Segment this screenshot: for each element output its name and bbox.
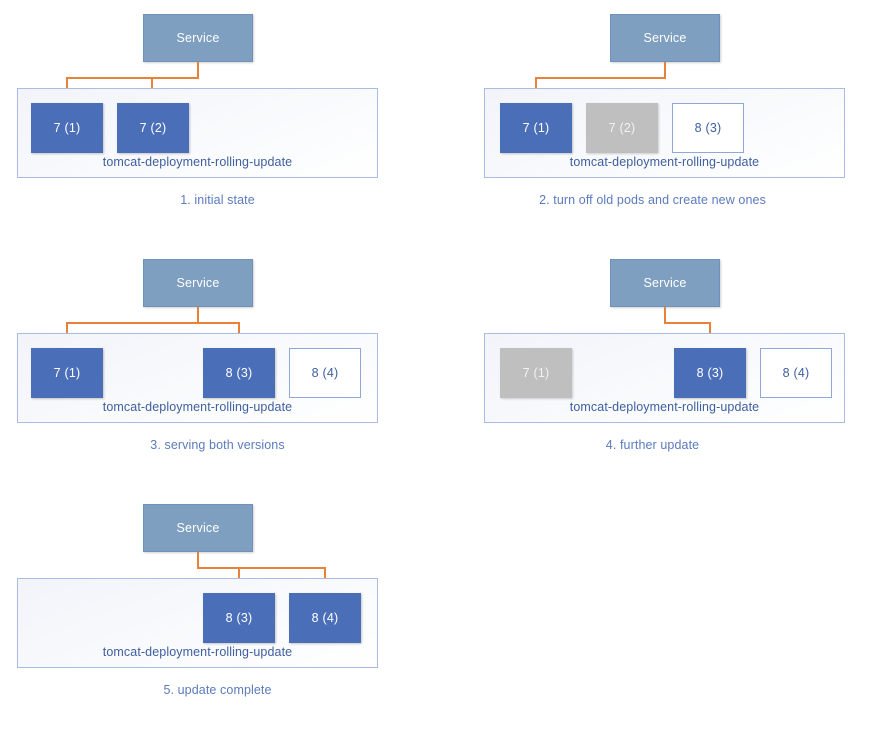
panel-caption: 5. update complete [163,683,272,697]
deployment-label: tomcat-deployment-rolling-update [569,155,760,169]
panel-5: Service tomcat-deployment-rolling-update… [0,490,435,730]
pod-label: 8 (3) [694,121,722,135]
service-label: Service [176,276,220,290]
pod-8-3[interactable]: 8 (3) [672,103,744,153]
panel-caption: 2. turn off old pods and create new ones [539,193,766,207]
pod-label: 7 (2) [139,121,167,135]
pod-label: 8 (3) [696,366,724,380]
pod-label: 7 (2) [608,121,636,135]
service-box[interactable]: Service [143,504,253,552]
deployment-label: tomcat-deployment-rolling-update [569,400,760,414]
pod-8-3[interactable]: 8 (3) [674,348,746,398]
panel-2: Service tomcat-deployment-rolling-update… [435,0,870,240]
pod-label: 8 (3) [225,611,253,625]
service-box[interactable]: Service [143,259,253,307]
deployment-label: tomcat-deployment-rolling-update [102,400,293,414]
service-label: Service [643,31,687,45]
service-box[interactable]: Service [610,14,720,62]
pod-label: 7 (1) [53,366,81,380]
panel-4: Service tomcat-deployment-rolling-update… [435,245,870,485]
pod-7-2[interactable]: 7 (2) [117,103,189,153]
service-box[interactable]: Service [610,259,720,307]
deployment-label: tomcat-deployment-rolling-update [102,645,293,659]
pod-7-1[interactable]: 7 (1) [31,103,103,153]
panel-caption: 3. serving both versions [150,438,285,452]
pod-label: 7 (1) [53,121,81,135]
pod-label: 8 (3) [225,366,253,380]
pod-7-1[interactable]: 7 (1) [31,348,103,398]
pod-label: 8 (4) [311,611,339,625]
deployment-label: tomcat-deployment-rolling-update [102,155,293,169]
panel-3: Service tomcat-deployment-rolling-update… [0,245,435,485]
pod-label: 7 (1) [522,121,550,135]
service-label: Service [176,521,220,535]
panel-caption: 1. initial state [180,193,255,207]
service-label: Service [176,31,220,45]
pod-8-3[interactable]: 8 (3) [203,593,275,643]
pod-8-4[interactable]: 8 (4) [289,593,361,643]
service-box[interactable]: Service [143,14,253,62]
pod-label: 7 (1) [522,366,550,380]
panel-1: Service tomcat-deployment-rolling-update… [0,0,435,240]
pod-label: 8 (4) [311,366,339,380]
service-label: Service [643,276,687,290]
pod-8-4[interactable]: 8 (4) [289,348,361,398]
pod-8-4[interactable]: 8 (4) [760,348,832,398]
pod-label: 8 (4) [782,366,810,380]
panel-caption: 4. further update [605,438,700,452]
pod-7-1[interactable]: 7 (1) [500,348,572,398]
pod-7-1[interactable]: 7 (1) [500,103,572,153]
pod-8-3[interactable]: 8 (3) [203,348,275,398]
pod-7-2[interactable]: 7 (2) [586,103,658,153]
